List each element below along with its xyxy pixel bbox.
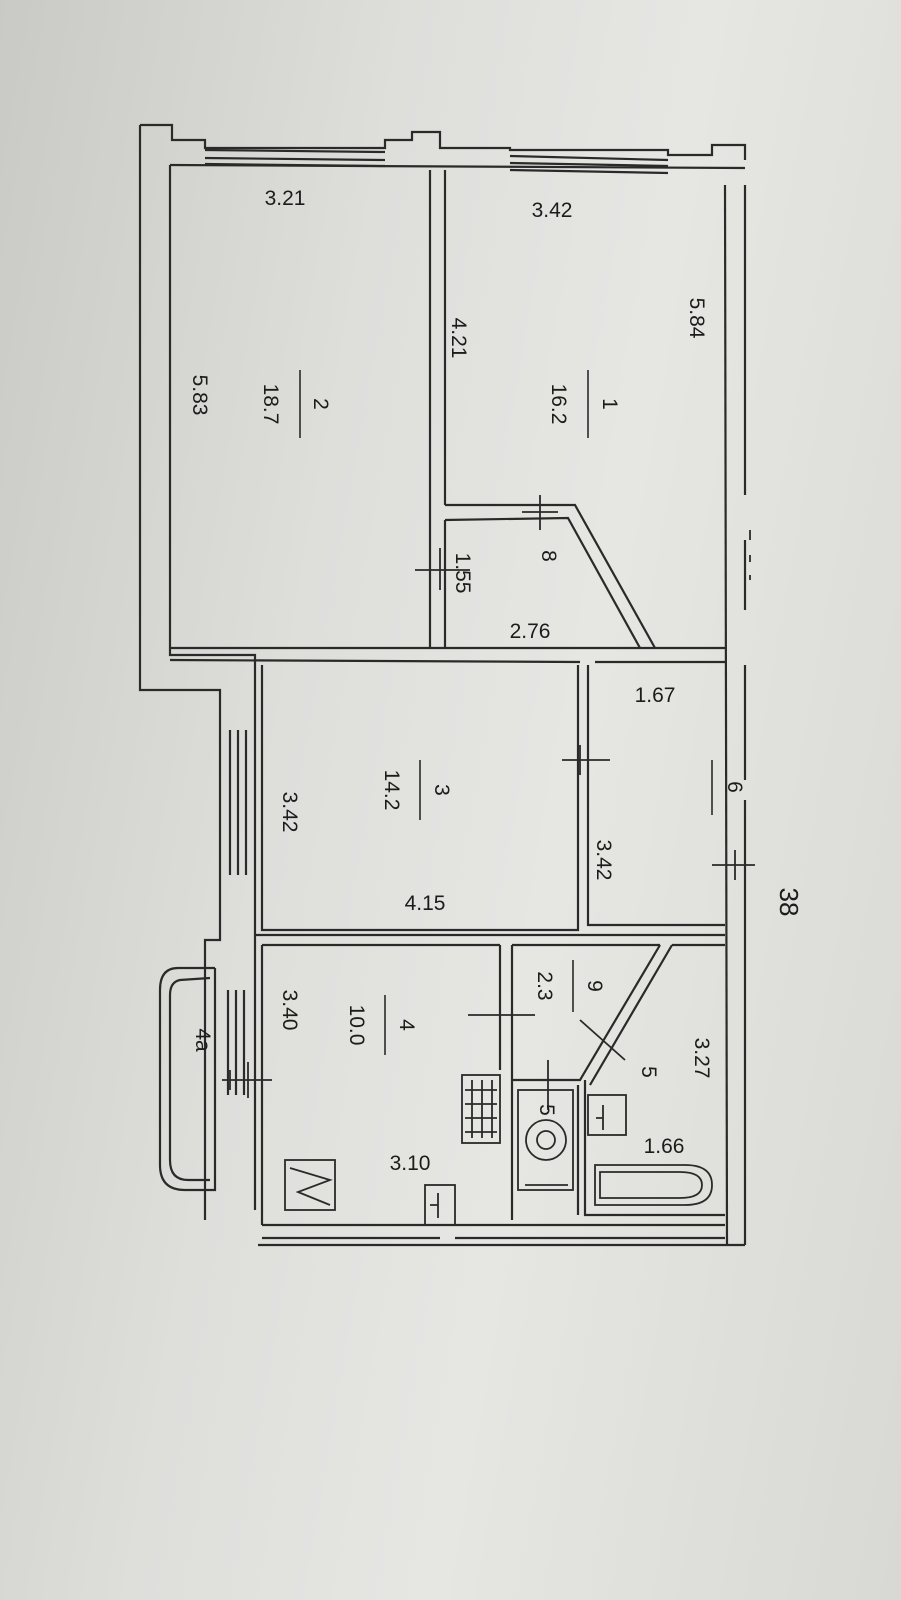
- room-area-4: 10.0: [345, 1005, 368, 1046]
- room-6-number: 5: [637, 1066, 660, 1078]
- room-area-3: 14.2: [380, 770, 403, 811]
- area-fraction-lines: [299, 370, 713, 1055]
- room-number-4: 4: [395, 1019, 418, 1031]
- room-number-1: 1: [598, 398, 621, 410]
- toilet-icon: [517, 1089, 574, 1191]
- room-area-2: 18.7: [259, 384, 282, 425]
- dim-room7-side: 3.42: [592, 840, 615, 881]
- dim-room7-top: 1.67: [635, 684, 676, 707]
- window-left-middle: [228, 730, 248, 875]
- riser-kitchen-icon: [424, 1184, 456, 1226]
- walls: [138, 123, 747, 1247]
- room-labels: 2 18.7 1 16.2 8 3 14.2 6 4 10.0 9 2.3 6 …: [191, 384, 746, 1078]
- exterior-wall-top: [140, 123, 747, 160]
- exterior-wall-left-upper: [138, 125, 222, 1220]
- dim-room3-side: 3.42: [278, 792, 301, 833]
- window-left-lower: [226, 990, 246, 1095]
- window-top-left: [204, 148, 386, 168]
- dimension-labels: 3.21 5.83 3.42 5.84 4.21 1.55 2.76 3.42 …: [188, 187, 713, 1175]
- dim-bath-side: 3.27: [690, 1038, 713, 1079]
- dim-room8-bottom: 2.76: [510, 620, 551, 643]
- room-number-2: 2: [309, 398, 332, 410]
- exterior-wall-right: [723, 184, 729, 1246]
- room-number-3: 3: [430, 784, 453, 796]
- partition-row1: [169, 646, 725, 664]
- bathroom-walls: [576, 1080, 725, 1217]
- bath-basin-icon: [587, 1094, 627, 1136]
- fixtures: [284, 530, 751, 1226]
- kitchen-sink-icon: [284, 1159, 336, 1211]
- room-number-8: 8: [537, 550, 560, 562]
- room-number-7: 6: [723, 781, 746, 793]
- room-area-9: 2.3: [533, 971, 556, 1000]
- dim-bath-bottom: 1.66: [644, 1135, 685, 1158]
- dim-room2-top: 3.21: [265, 187, 306, 210]
- stove-grid-icon: [461, 1074, 501, 1144]
- window-top-right: [509, 154, 669, 175]
- partition-1-8: [444, 503, 656, 649]
- dim-room1-top: 3.42: [532, 199, 573, 222]
- dim-room4-bottom: 3.10: [390, 1152, 431, 1175]
- dim-room2-side: 5.83: [188, 375, 211, 416]
- room7-walls: [586, 665, 725, 927]
- room-number-9: 9: [583, 980, 606, 992]
- room4-walls: [260, 945, 514, 1225]
- partition-2-1: [428, 170, 447, 648]
- room9-diagonal: [512, 944, 673, 1086]
- bathtub-icon: [594, 1164, 713, 1206]
- dim-room3-bottom: 4.15: [405, 892, 446, 915]
- dim-room8-side: 1.55: [451, 553, 474, 594]
- balcony-4a-outline: [158, 966, 217, 1192]
- balcony-4a-inner: [168, 976, 211, 1182]
- dim-room1-side-right: 5.84: [685, 298, 708, 339]
- dim-room1-side-left: 4.21: [447, 318, 470, 359]
- room-area-1: 16.2: [547, 384, 570, 425]
- partition-row2: [255, 933, 725, 947]
- bottom-wall: [258, 1223, 745, 1247]
- room-number-5-visible: 5: [535, 1104, 558, 1116]
- dim-room4-side: 3.40: [278, 990, 301, 1031]
- room3-walls: [260, 665, 580, 932]
- dimension-ticks: [222, 495, 755, 1110]
- exterior-wall-left-upper-inner: [168, 165, 257, 1210]
- balcony-number-4a: 4a: [191, 1028, 214, 1052]
- building-number: 38: [774, 888, 804, 917]
